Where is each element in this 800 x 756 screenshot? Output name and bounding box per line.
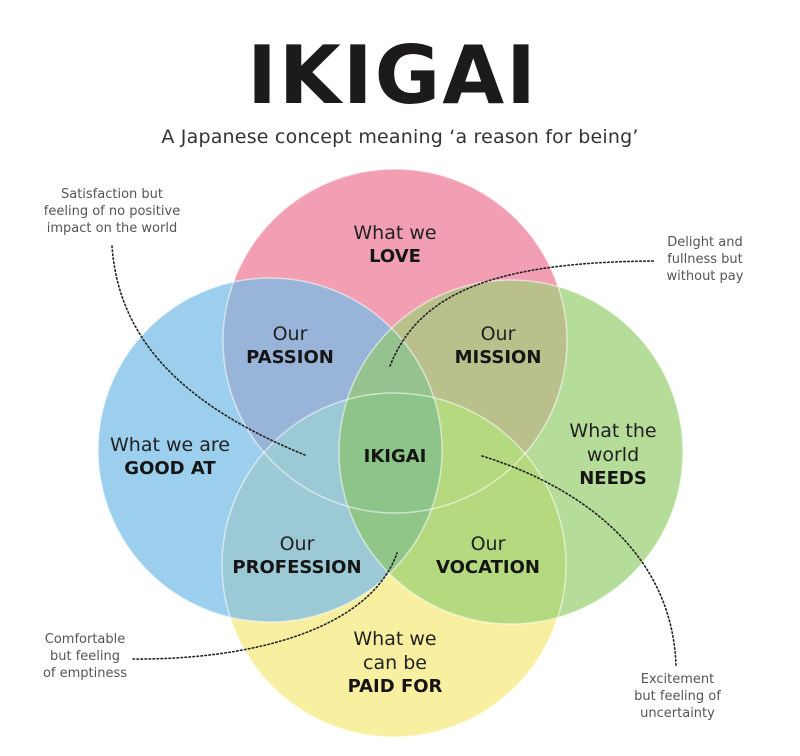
label-ikigai-center: IKIGAI [340,446,450,469]
label-good-at-line1: What we are [110,434,230,456]
label-mission-line1: Our [480,323,516,345]
annotation-passion: Satisfaction but feeling of no positive … [43,187,181,236]
label-love-line1: What we [353,222,437,244]
label-vocation-line1: Our [470,533,506,555]
label-world-needs: What the world NEEDS [548,420,678,490]
label-vocation: Our VOCATION [413,533,563,579]
label-paid-for: What we can be PAID FOR [315,628,475,698]
page-title: IKIGAI [247,29,538,122]
label-profession: Our PROFESSION [212,533,382,579]
outline-love [222,168,568,514]
label-profession-line2: PROFESSION [232,556,362,578]
outline-good-at [97,277,443,623]
leader-line-mission [389,260,656,367]
label-world-needs-line2: NEEDS [579,467,647,489]
label-good-at: What we are GOOD AT [95,434,245,480]
annotation-vocation: Excitement but feeling of uncertainty [634,672,721,721]
leader-line-passion [111,245,306,456]
label-paid-for-line1: What we [353,628,437,650]
label-mission-line2: MISSION [454,346,542,368]
label-love: What we LOVE [315,222,475,268]
label-good-at-line2: GOOD AT [124,457,216,479]
annotation-profession: Comfortable but feeling of emptiness [42,632,128,681]
label-world-needs-line1: What the [569,420,657,442]
annotation-mission: Delight and fullness but without pay [666,235,744,284]
page-subtitle: A Japanese concept meaning ‘a reason for… [161,126,639,148]
label-mission: Our MISSION [428,323,568,369]
label-profession-line1: Our [279,533,315,555]
outline-paid-for [221,392,567,738]
label-world-needs-line1b: world [586,443,640,466]
leader-line-vocation [481,455,677,667]
leader-line-profession [132,552,398,660]
label-passion: Our PASSION [220,323,360,369]
label-love-line2: LOVE [369,245,421,267]
label-passion-line1: Our [272,323,308,345]
label-vocation-line2: VOCATION [435,556,540,578]
label-ikigai-text: IKIGAI [363,446,427,467]
label-paid-for-line2: PAID FOR [347,675,443,697]
outline-world-needs [338,279,684,625]
label-passion-line2: PASSION [246,346,334,368]
label-paid-for-line1b: can be [363,651,427,674]
